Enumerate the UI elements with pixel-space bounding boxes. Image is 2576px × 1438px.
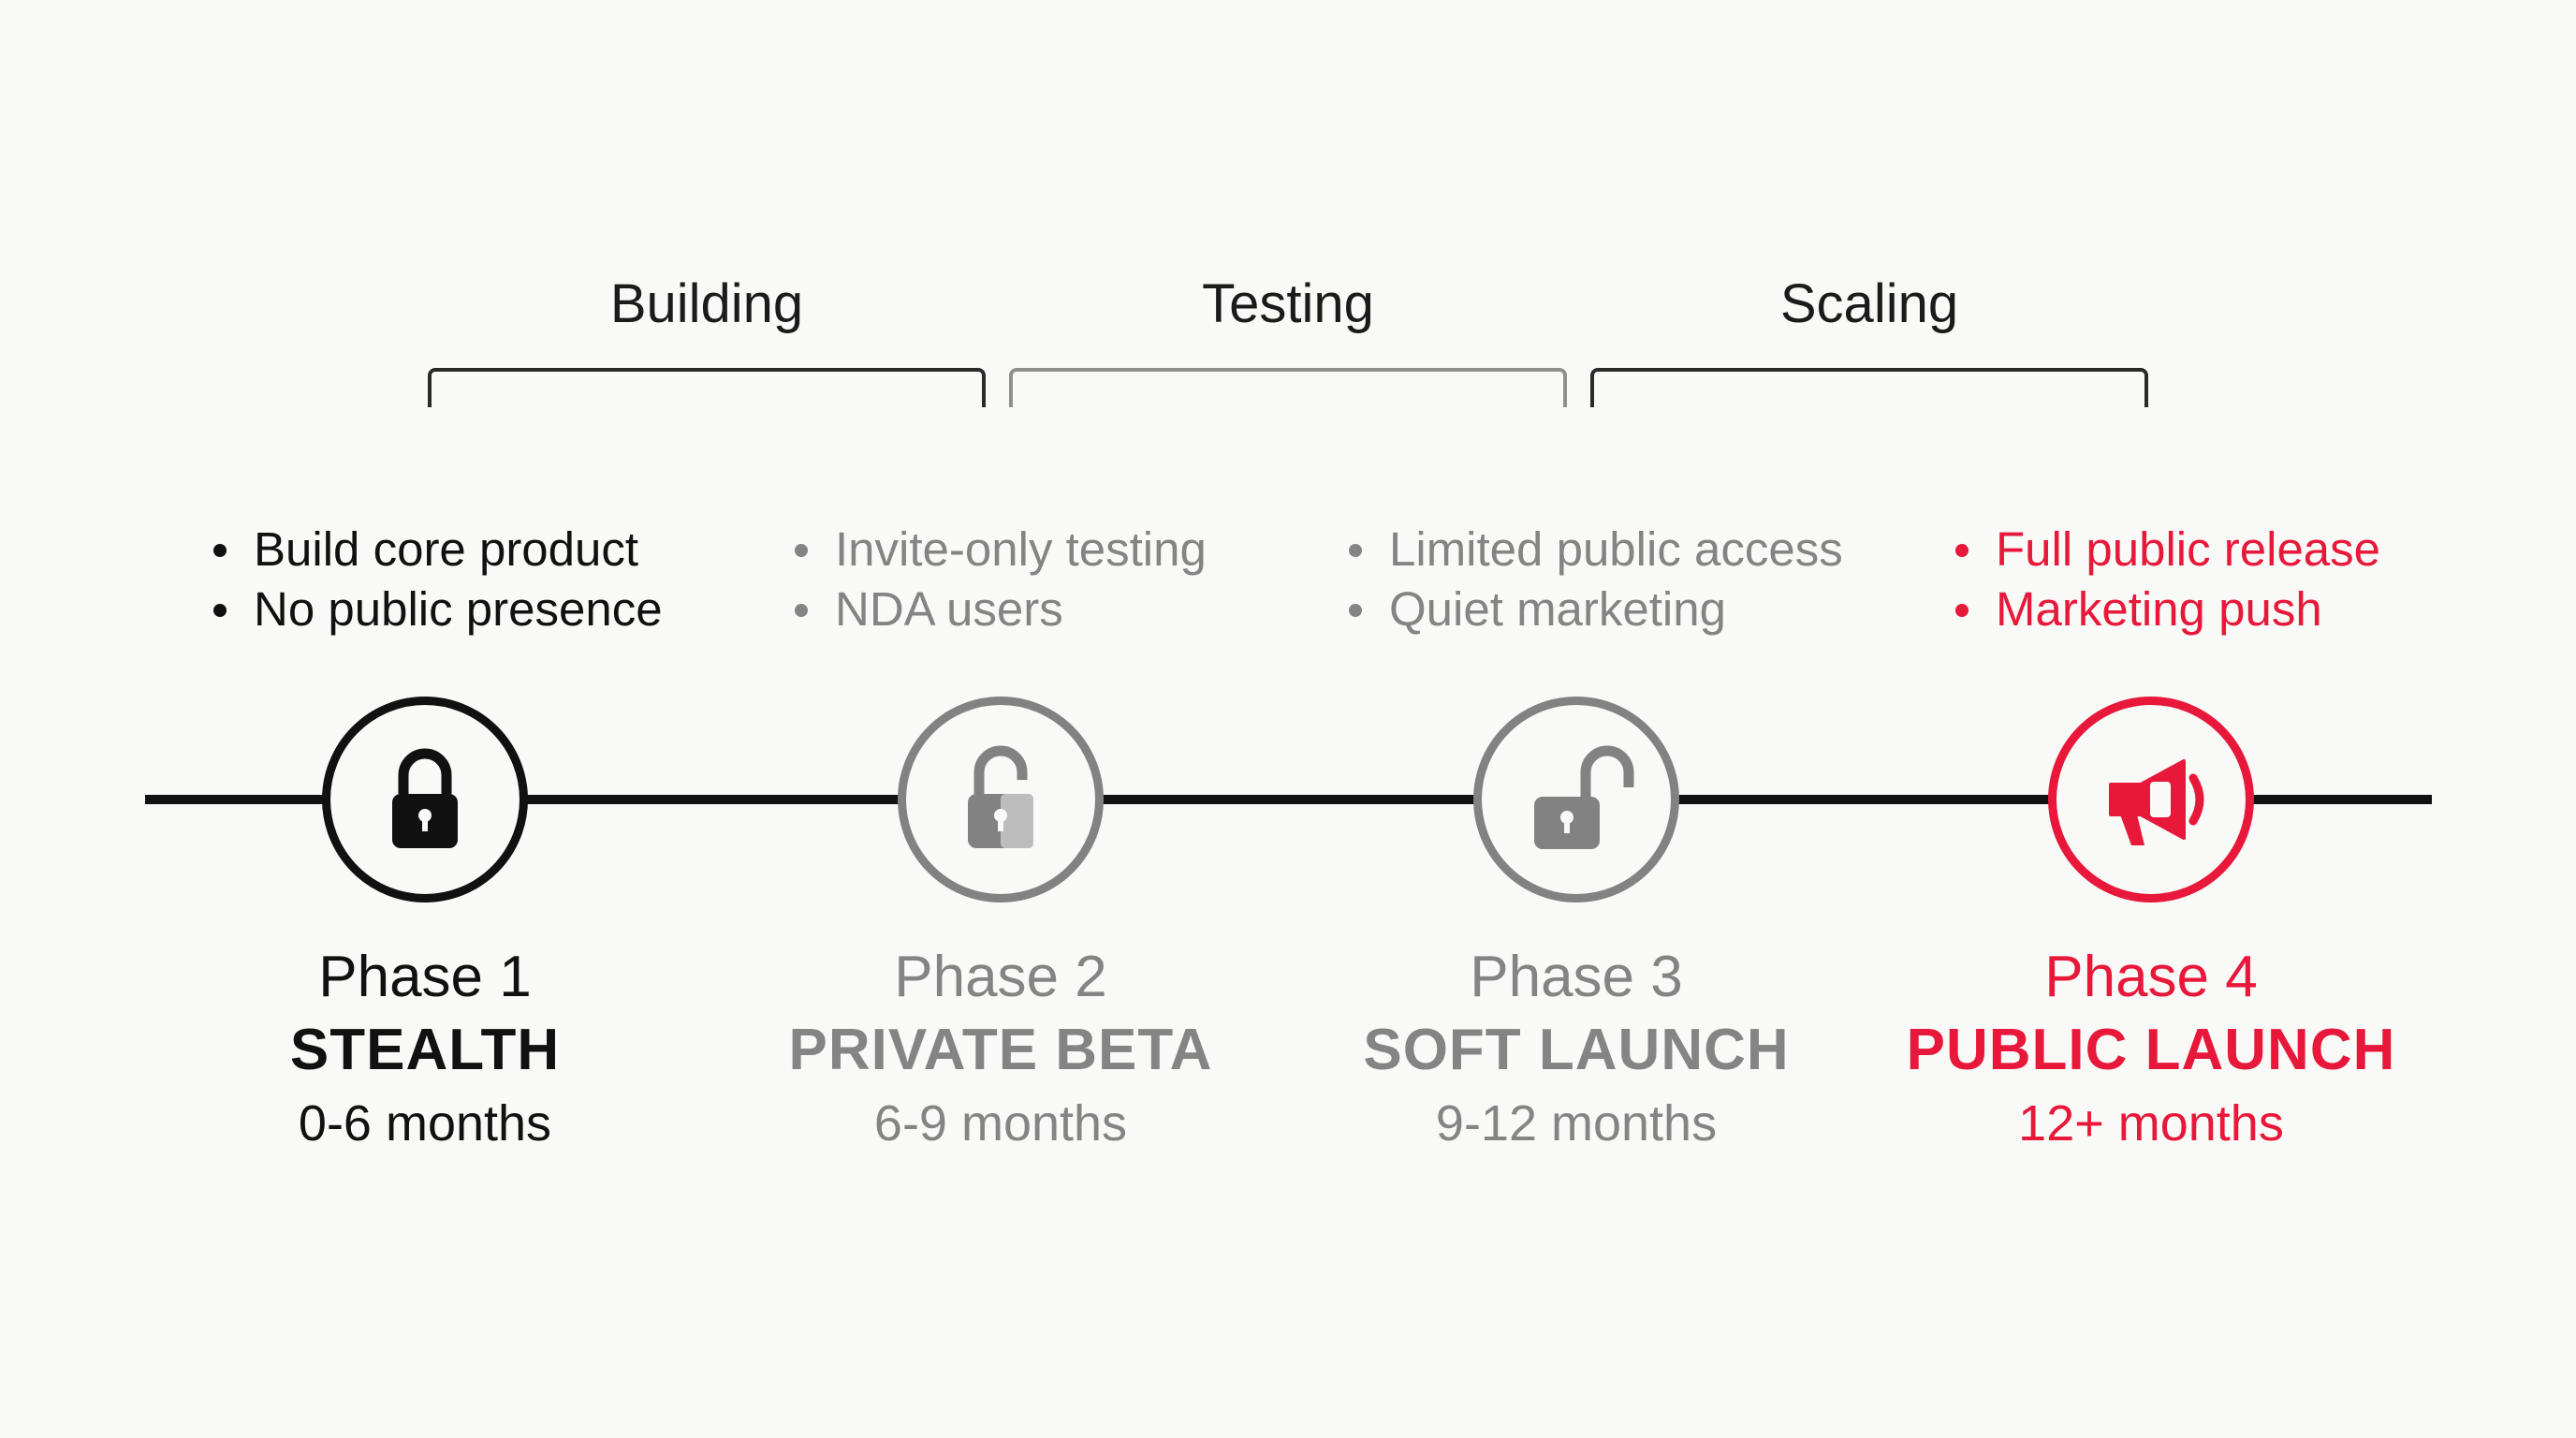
phase-duration: 12+ months xyxy=(2018,1095,2284,1152)
group-label-building: Building xyxy=(609,273,804,334)
timeline-line xyxy=(145,795,2432,804)
phase-3-label: Phase 3 SOFT LAUNCH 9-12 months xyxy=(1249,941,1904,1160)
group-bracket-building xyxy=(428,368,986,407)
phase-2-label: Phase 2 PRIVATE BETA 6-9 months xyxy=(673,941,1328,1160)
group-bracket-scaling xyxy=(1590,368,2148,407)
phase-1-label: Phase 1 STEALTH 0-6 months xyxy=(97,941,753,1160)
list-item: Build core product xyxy=(213,520,663,580)
phase-1-bullets: Build core product No public presence xyxy=(213,520,663,639)
lock-closed-icon xyxy=(392,748,458,848)
list-item: No public presence xyxy=(213,580,663,639)
megaphone-icon xyxy=(2109,759,2204,845)
list-item: NDA users xyxy=(795,580,1207,639)
lock-open-icon xyxy=(1534,745,1634,849)
list-item: Marketing push xyxy=(1955,580,2380,639)
phase-2-milestone xyxy=(898,697,1104,902)
phase-duration: 6-9 months xyxy=(873,1095,1128,1152)
phase-3-bullets: Limited public access Quiet marketing xyxy=(1349,520,1843,639)
lock-partially-open-icon xyxy=(968,745,1033,848)
group-bracket-testing xyxy=(1009,368,1567,407)
phase-number: Phase 4 xyxy=(2044,945,2258,1009)
phase-number: Phase 3 xyxy=(1470,945,1683,1009)
phase-4-label: Phase 4 PUBLIC LAUNCH 12+ months xyxy=(1823,941,2479,1160)
phase-number: Phase 1 xyxy=(318,945,532,1009)
phase-duration: 0-6 months xyxy=(298,1095,552,1152)
phase-4-bullets: Full public release Marketing push xyxy=(1955,520,2380,639)
list-item: Invite-only testing xyxy=(795,520,1207,580)
list-item: Quiet marketing xyxy=(1349,580,1843,639)
phase-name: PUBLIC LAUNCH xyxy=(1906,1018,2396,1082)
phase-3-milestone xyxy=(1473,697,1679,902)
phase-name: STEALTH xyxy=(289,1018,561,1082)
list-item: Full public release xyxy=(1955,520,2380,580)
phase-2-bullets: Invite-only testing NDA users xyxy=(795,520,1207,639)
phase-number: Phase 2 xyxy=(894,945,1107,1009)
group-label-scaling: Scaling xyxy=(1779,273,1959,334)
phase-4-milestone xyxy=(2048,697,2254,902)
phase-1-milestone xyxy=(322,697,528,902)
group-label-testing: Testing xyxy=(1202,273,1374,334)
phase-duration: 9-12 months xyxy=(1435,1095,1718,1152)
list-item: Limited public access xyxy=(1349,520,1843,580)
phase-name: SOFT LAUNCH xyxy=(1363,1018,1790,1082)
phase-name: PRIVATE BETA xyxy=(788,1018,1213,1082)
